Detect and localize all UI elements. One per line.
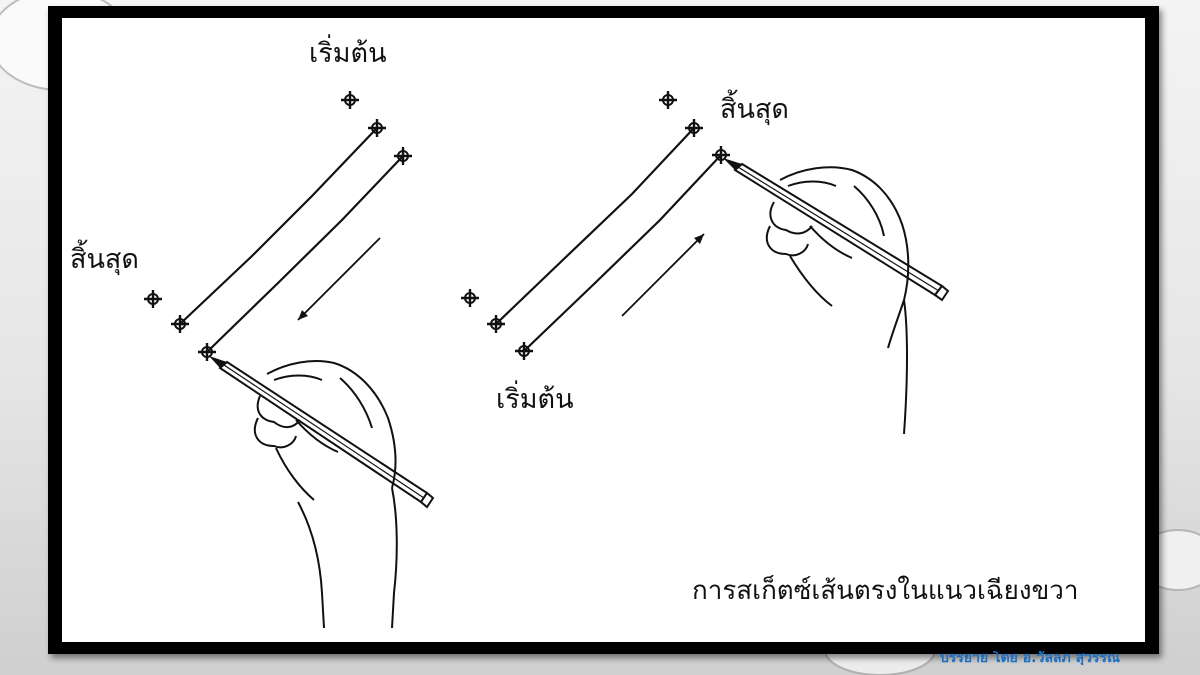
sketched-line xyxy=(206,155,404,353)
hand-illustration xyxy=(765,166,910,435)
right-end-label: สิ้นสุด xyxy=(720,94,789,125)
crosshair-mark xyxy=(459,287,481,309)
right-start-label: เริ่มต้น xyxy=(496,384,574,415)
crosshair-mark xyxy=(142,288,164,310)
pencil-icon xyxy=(723,158,950,302)
hand-illustration xyxy=(253,360,398,629)
pencil-icon xyxy=(209,356,435,509)
left-end-label: สิ้นสุด xyxy=(70,244,139,275)
lecturer-credit: บรรยาย โดย อ.วัลลภ สุวรรณ xyxy=(940,651,1121,665)
direction-arrow xyxy=(297,237,381,321)
sketch-drawing xyxy=(142,89,950,629)
figure-caption: การสเก็ตซ์เส้นตรงในแนวเฉียงขวา xyxy=(692,576,1079,606)
sketched-line xyxy=(523,154,722,352)
right-panel xyxy=(459,89,950,435)
sketched-line xyxy=(495,127,695,325)
direction-arrow xyxy=(621,233,705,317)
crosshair-mark xyxy=(339,89,361,111)
crosshair-mark xyxy=(657,89,679,111)
arrow-head xyxy=(298,310,308,320)
sketch-figure: เริ่มต้น สิ้นสุด สิ้นสุด เริ่มต้น การสเก… xyxy=(62,18,1145,642)
left-start-label: เริ่มต้น xyxy=(309,38,387,69)
left-panel xyxy=(142,89,435,629)
arrow-head xyxy=(694,234,704,244)
sketched-line xyxy=(179,127,378,325)
